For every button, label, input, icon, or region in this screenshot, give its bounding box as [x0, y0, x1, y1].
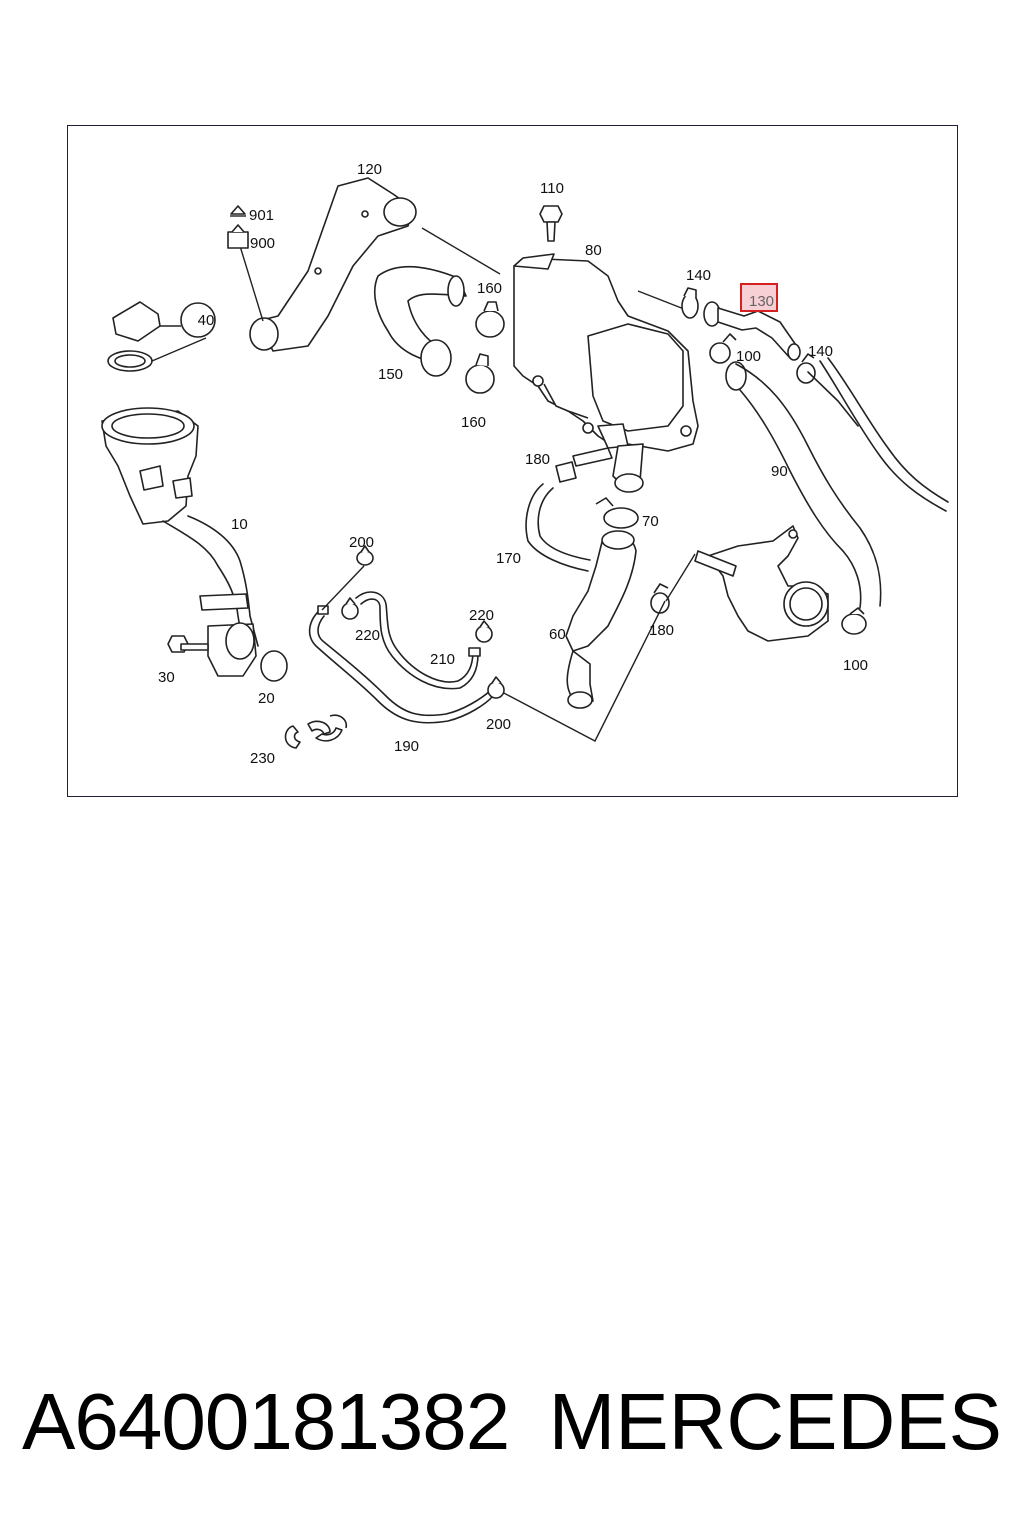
part-230-clips[interactable] — [284, 714, 348, 749]
label-40: 40 — [198, 312, 215, 329]
label-190: 190 — [394, 738, 419, 755]
part-190-end-fitting — [317, 605, 329, 615]
part-70-outlet-clamp[interactable] — [595, 443, 644, 529]
label-140-upper: 140 — [686, 267, 711, 284]
part-130-hose[interactable] — [703, 301, 801, 361]
part-170-hose[interactable] — [525, 483, 591, 572]
label-30: 30 — [158, 669, 175, 686]
label-200-upper: 200 — [349, 534, 374, 551]
label-130: 130 — [749, 293, 774, 310]
part-210-hose[interactable] — [355, 591, 479, 690]
parts-diagram-drawing: 40 10 30 20 230 901 900 120 150 160 160 … — [101, 161, 949, 767]
label-60: 60 — [549, 626, 566, 643]
parts-diagram: 40 10 30 20 230 901 900 120 150 160 160 … — [67, 125, 958, 797]
part-100-clamp-lower[interactable] — [841, 607, 867, 635]
label-220-left: 220 — [355, 627, 380, 644]
label-90: 90 — [771, 463, 788, 480]
symbol-901-icon — [230, 205, 246, 217]
label-100-upper: 100 — [736, 348, 761, 365]
part-220-clamp-right[interactable] — [475, 620, 493, 643]
label-150: 150 — [378, 366, 403, 383]
label-80: 80 — [585, 242, 602, 259]
brand-name: MERCEDES — [548, 1377, 1002, 1466]
label-180-lower: 180 — [649, 622, 674, 639]
part-180-clamp-upper[interactable] — [555, 447, 613, 483]
label-70: 70 — [642, 513, 659, 530]
part-150-hose[interactable] — [373, 265, 467, 377]
symbol-900-icon — [227, 224, 249, 249]
label-901: 901 — [249, 207, 274, 224]
thermostat-housing[interactable] — [694, 525, 829, 642]
part-130-highlight-box[interactable] — [740, 283, 778, 312]
label-900: 900 — [250, 235, 275, 252]
label-20: 20 — [258, 690, 275, 707]
part-160-clamp-lower[interactable] — [465, 353, 495, 394]
part-40-callout-circle — [180, 302, 216, 338]
label-140-lower: 140 — [808, 343, 833, 360]
footer: A6400181382 MERCEDES — [0, 1372, 1024, 1472]
part-10-filler-neck[interactable] — [101, 407, 259, 677]
part-110-bolt[interactable] — [539, 205, 563, 242]
part-90-hose[interactable] — [725, 361, 882, 609]
label-10: 10 — [231, 516, 248, 533]
label-210: 210 — [430, 651, 455, 668]
part-200-clamp-upper[interactable] — [356, 545, 374, 566]
part-20-o-ring[interactable] — [260, 650, 288, 682]
part-220-clamp-left[interactable] — [341, 597, 359, 620]
part-190-hose[interactable] — [308, 609, 494, 724]
part-100-clamp-upper[interactable] — [709, 333, 737, 364]
label-100-lower: 100 — [843, 657, 868, 674]
label-170: 170 — [496, 550, 521, 567]
label-230: 230 — [250, 750, 275, 767]
label-200-lower: 200 — [486, 716, 511, 733]
part-200-clamp-lower[interactable] — [487, 676, 505, 699]
part-210-end-fitting — [468, 647, 481, 657]
label-110: 110 — [540, 180, 564, 197]
label-220-right: 220 — [469, 607, 494, 624]
label-180-upper: 180 — [525, 451, 550, 468]
label-120: 120 — [357, 161, 382, 178]
part-140-clamp-lower[interactable] — [796, 353, 816, 384]
label-160-lower: 160 — [461, 414, 486, 431]
part-60-hose[interactable] — [565, 530, 637, 709]
label-160-upper: 160 — [477, 280, 502, 297]
part-number: A6400181382 — [22, 1377, 510, 1466]
part-80-oil-separator[interactable] — [513, 253, 699, 452]
part-120-breather-pipe[interactable] — [249, 177, 417, 352]
part-140-clamp-upper[interactable] — [681, 287, 699, 319]
part-30-bolt[interactable] — [167, 635, 209, 653]
part-180-clamp-lower[interactable] — [650, 583, 670, 614]
part-160-clamp-upper[interactable] — [475, 301, 505, 338]
